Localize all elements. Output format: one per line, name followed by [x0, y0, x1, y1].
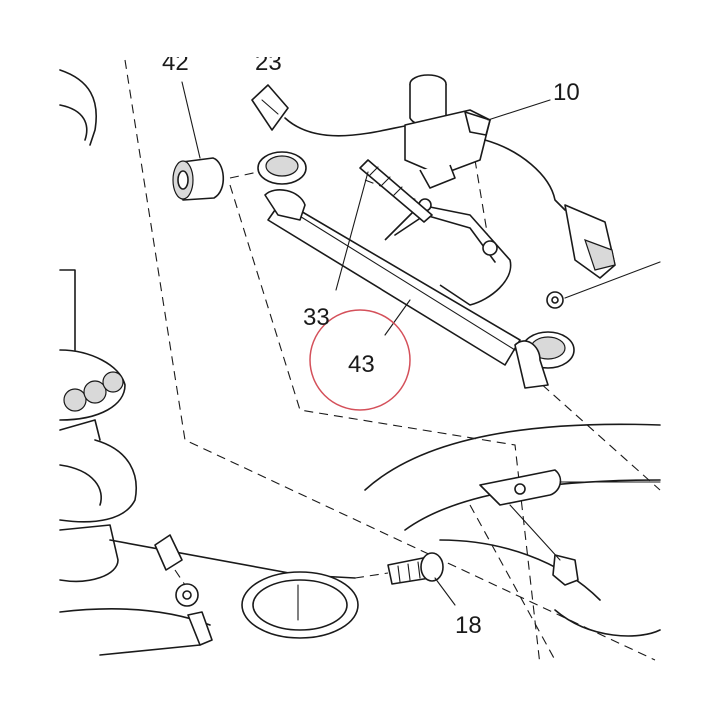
- connector-23: [251, 84, 411, 137]
- callout-10: 10: [553, 79, 580, 106]
- callout-43: 43: [348, 351, 375, 378]
- callout-33: 33: [303, 304, 330, 331]
- bolt-33: [359, 159, 433, 223]
- mounting-plate: [364, 423, 661, 637]
- steering-damper-43: [257, 151, 575, 389]
- callout-labels: 42 23 10 33 43 18: [162, 49, 580, 639]
- highlight-ring: [309, 309, 411, 411]
- callout-18: 18: [455, 612, 482, 639]
- bushing-42: [172, 157, 259, 201]
- screw-18: [354, 552, 444, 585]
- lower-cylinder: [241, 571, 359, 639]
- leader-lines: [181, 81, 661, 606]
- top-crop: [140, 40, 460, 57]
- steering-column: [59, 69, 356, 656]
- ignition-switch-10: [404, 74, 616, 309]
- small-fasteners: [154, 534, 213, 646]
